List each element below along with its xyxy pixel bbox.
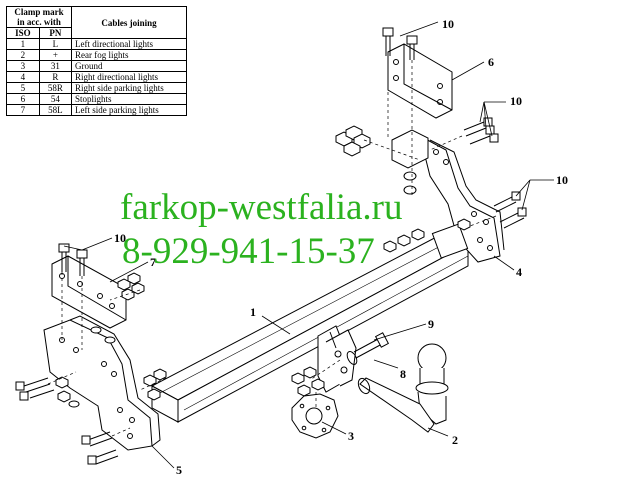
table-row: 6 54 Stoplights [6, 93, 187, 105]
callout-2: 2 [452, 433, 458, 447]
assembly-lines [47, 56, 497, 437]
table-header-row: Clamp mark in acc. with Cables joining [6, 6, 187, 39]
table-row: 5 58R Right side parking lights [6, 82, 187, 94]
table-subheader-row: ISO PN [6, 27, 187, 39]
left-upper-plate [51, 255, 127, 329]
callout-7: 7 [150, 255, 156, 269]
ball-mount-bracket [317, 325, 357, 393]
watermark-phone: 8-929-941-15-37 [122, 231, 375, 272]
table-row: 7 58L Left side parking lights [6, 104, 187, 116]
leader-lines [63, 21, 554, 469]
right-upper-plate [387, 43, 453, 169]
callout-10-right-upper: 10 [510, 94, 522, 108]
callout-10-top: 10 [442, 17, 454, 31]
bolt-group-right-top [335, 27, 499, 195]
callout-8: 8 [400, 367, 406, 381]
callout-10-right-side: 10 [556, 173, 568, 187]
callout-9: 9 [428, 317, 434, 331]
callout-5: 5 [176, 463, 182, 477]
table-row: 1 L Left directional lights [6, 38, 187, 50]
callout-3: 3 [348, 429, 354, 443]
ball-bolt [346, 332, 390, 365]
right-side-bracket [419, 135, 505, 263]
bolt-group-socket [291, 366, 325, 397]
wiring-table: Clamp mark in acc. with Cables joining I… [6, 6, 187, 116]
cell-pn: 58L [38, 104, 73, 116]
cell-iso: 7 [6, 104, 40, 116]
socket-plate [291, 393, 339, 439]
callout-4: 4 [516, 265, 522, 279]
callout-10-left: 10 [114, 231, 126, 245]
left-side-bracket [43, 315, 161, 451]
cell-cable: Left side parking lights [71, 104, 187, 116]
watermark-website: farkop-westfalia.ru [120, 187, 403, 228]
callout-6: 6 [488, 55, 494, 69]
tow-ball [357, 343, 449, 433]
bolt-group-left-top [58, 243, 145, 344]
bolt-group-left-lower [15, 368, 167, 465]
callout-1: 1 [250, 305, 256, 319]
header-cables-joining: Cables joining [71, 6, 187, 39]
